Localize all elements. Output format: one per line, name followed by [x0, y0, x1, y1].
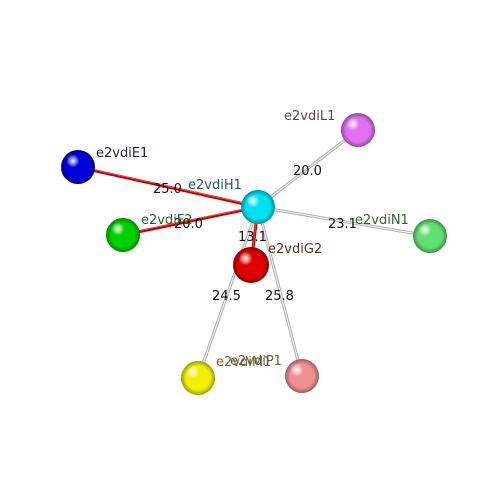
edge-h1-f2 [122, 205, 259, 237]
edge-highlight-h1-n1 [257, 206, 431, 237]
labels: 25.0 20.0 13.1 20.0 23.1 24.5 25.8 e2vdiE1 e2vdi… [96, 109, 409, 370]
node-h1[interactable] [241, 190, 275, 224]
edge-value-h1-m1: 24.5 [212, 289, 241, 304]
edge-value-h1-f2: 20.0 [174, 217, 203, 232]
node-shading-l1 [341, 113, 375, 147]
node-shading-n1 [413, 219, 447, 253]
node-n1[interactable] [413, 219, 447, 253]
edge-value-h1-g2: 13.1 [238, 230, 267, 245]
edge-highlight-h1-p1 [257, 206, 303, 377]
node-f2[interactable] [106, 218, 140, 252]
node-g2[interactable] [233, 247, 269, 283]
nodes [61, 113, 447, 395]
node-shading-e1 [61, 150, 95, 184]
edge-highlight-h1-e1 [77, 165, 259, 207]
edge-value-h1-l1: 20.0 [293, 164, 322, 179]
node-label-f2: e2vdiF2 [141, 213, 193, 228]
node-shading-p1 [285, 359, 319, 393]
node-label-p1: e2vdiP1 [230, 354, 282, 369]
node-m1[interactable] [181, 361, 215, 395]
edge-highlight-h1-f2 [122, 205, 259, 235]
node-shading-f2 [106, 218, 140, 252]
edge-value-h1-p1: 25.8 [265, 289, 294, 304]
node-label-n1: e2vdiN1 [355, 213, 409, 228]
edge-h1-e1 [77, 165, 259, 209]
node-shading-m1 [181, 361, 215, 395]
node-p1[interactable] [285, 359, 319, 393]
node-shading-g2 [233, 247, 269, 283]
edge-value-h1-n1: 23.1 [328, 217, 357, 232]
node-shading-h1 [241, 190, 275, 224]
node-label-h1: e2vdiH1 [188, 178, 242, 193]
node-label-m1: e2vdiM1 [216, 355, 271, 370]
node-label-e1: e2vdiE1 [96, 146, 148, 161]
node-l1[interactable] [341, 113, 375, 147]
node-label-l1: e2vdiL1 [284, 109, 335, 124]
edge-highlight-h1-l1 [257, 129, 359, 208]
node-e1[interactable] [61, 150, 95, 184]
node-label-g2: e2vdiG2 [268, 242, 322, 257]
edge-value-h1-e1: 25.0 [153, 182, 182, 197]
edge-highlight-h1-m1 [197, 206, 259, 379]
